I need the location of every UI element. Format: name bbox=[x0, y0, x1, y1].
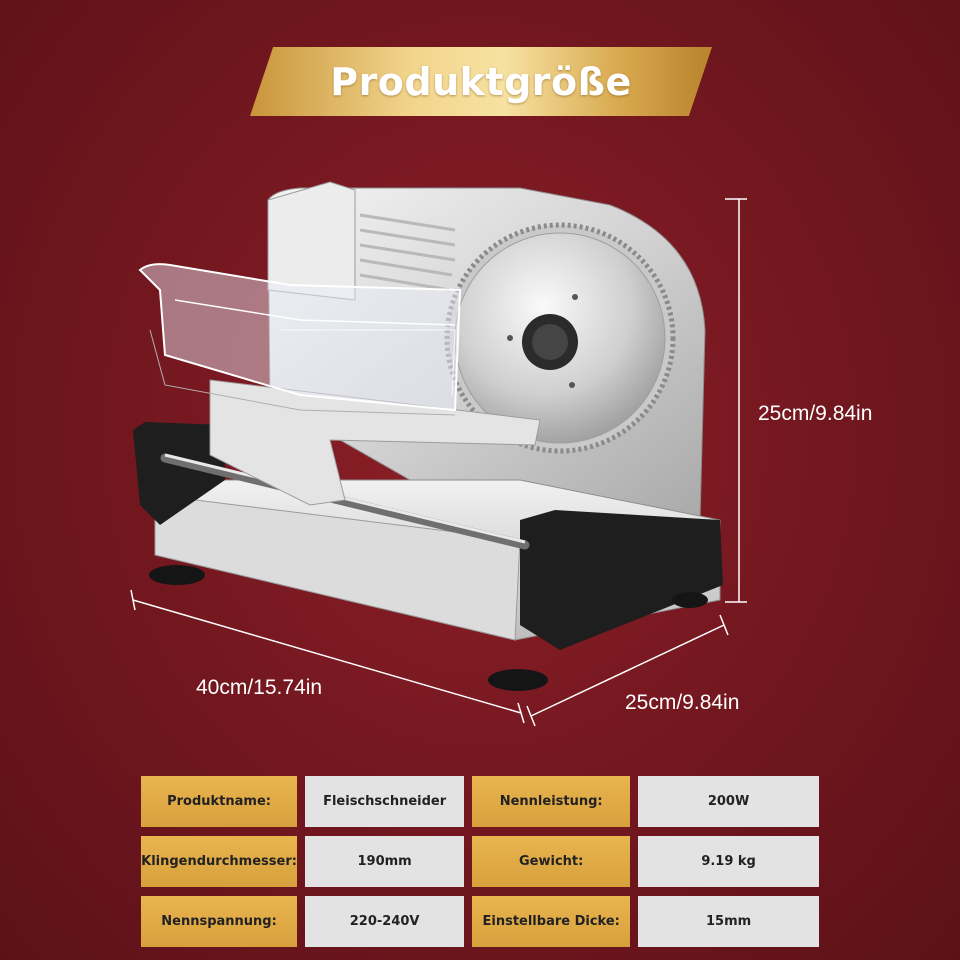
spec-row: Klingendurchmesser: 190mm Gewicht: 9.19 … bbox=[141, 836, 819, 887]
width-dimension-label: 40cm/15.74in bbox=[196, 676, 323, 699]
spec-value: 220-240V bbox=[305, 896, 465, 947]
spec-table: Produktname: Fleischschneider Nennleistu… bbox=[141, 776, 819, 956]
depth-dimension-label: 25cm/9.84in bbox=[625, 691, 740, 714]
page-title: Produktgröße bbox=[330, 59, 632, 104]
dimension-lines bbox=[130, 198, 747, 727]
spec-row: Nennspannung: 220-240V Einstellbare Dick… bbox=[141, 896, 819, 947]
spec-label: Gewicht: bbox=[472, 836, 631, 887]
spec-label: Nennspannung: bbox=[141, 896, 298, 947]
spec-value: 9.19 kg bbox=[638, 836, 819, 887]
spec-value: 15mm bbox=[638, 896, 819, 947]
spec-label: Einstellbare Dicke: bbox=[472, 896, 631, 947]
spec-label: Nennleistung: bbox=[472, 776, 631, 827]
spec-row: Produktname: Fleischschneider Nennleistu… bbox=[141, 776, 819, 827]
spec-label: Klingendurchmesser: bbox=[141, 836, 298, 887]
spec-value: 190mm bbox=[305, 836, 465, 887]
spec-value: Fleischschneider bbox=[305, 776, 465, 827]
title-banner: Produktgröße bbox=[250, 47, 712, 116]
spec-label: Produktname: bbox=[141, 776, 298, 827]
height-dimension-label: 25cm/9.84in bbox=[758, 402, 873, 425]
spec-value: 200W bbox=[638, 776, 819, 827]
